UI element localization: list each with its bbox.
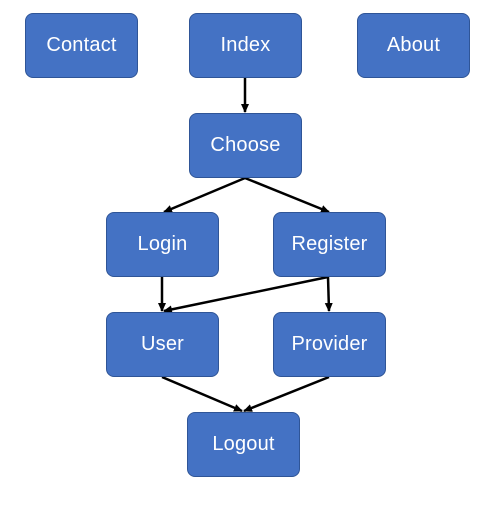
node-login-label: Login xyxy=(137,233,188,255)
edge-register-to-provider xyxy=(324,276,333,312)
node-logout-label: Logout xyxy=(212,433,275,455)
node-about-label: About xyxy=(386,34,441,56)
node-logout: Logout xyxy=(187,412,300,477)
node-provider: Provider xyxy=(273,312,386,377)
node-choose-label: Choose xyxy=(210,134,281,156)
node-contact: Contact xyxy=(25,13,138,78)
node-index-label: Index xyxy=(220,34,271,56)
node-user: User xyxy=(106,312,219,377)
node-login: Login xyxy=(106,212,219,277)
edge-user-to-logout xyxy=(161,375,243,413)
node-user-label: User xyxy=(140,333,185,355)
node-register: Register xyxy=(273,212,386,277)
edge-provider-to-logout xyxy=(243,375,330,413)
node-choose: Choose xyxy=(189,113,302,178)
node-provider-label: Provider xyxy=(291,333,368,355)
edge-choose-to-login xyxy=(163,176,246,214)
edge-choose-to-register xyxy=(244,176,330,214)
node-index: Index xyxy=(189,13,302,78)
node-contact-label: Contact xyxy=(46,34,117,56)
node-about: About xyxy=(357,13,470,78)
edge-register-to-user xyxy=(163,275,329,314)
node-register-label: Register xyxy=(291,233,368,255)
